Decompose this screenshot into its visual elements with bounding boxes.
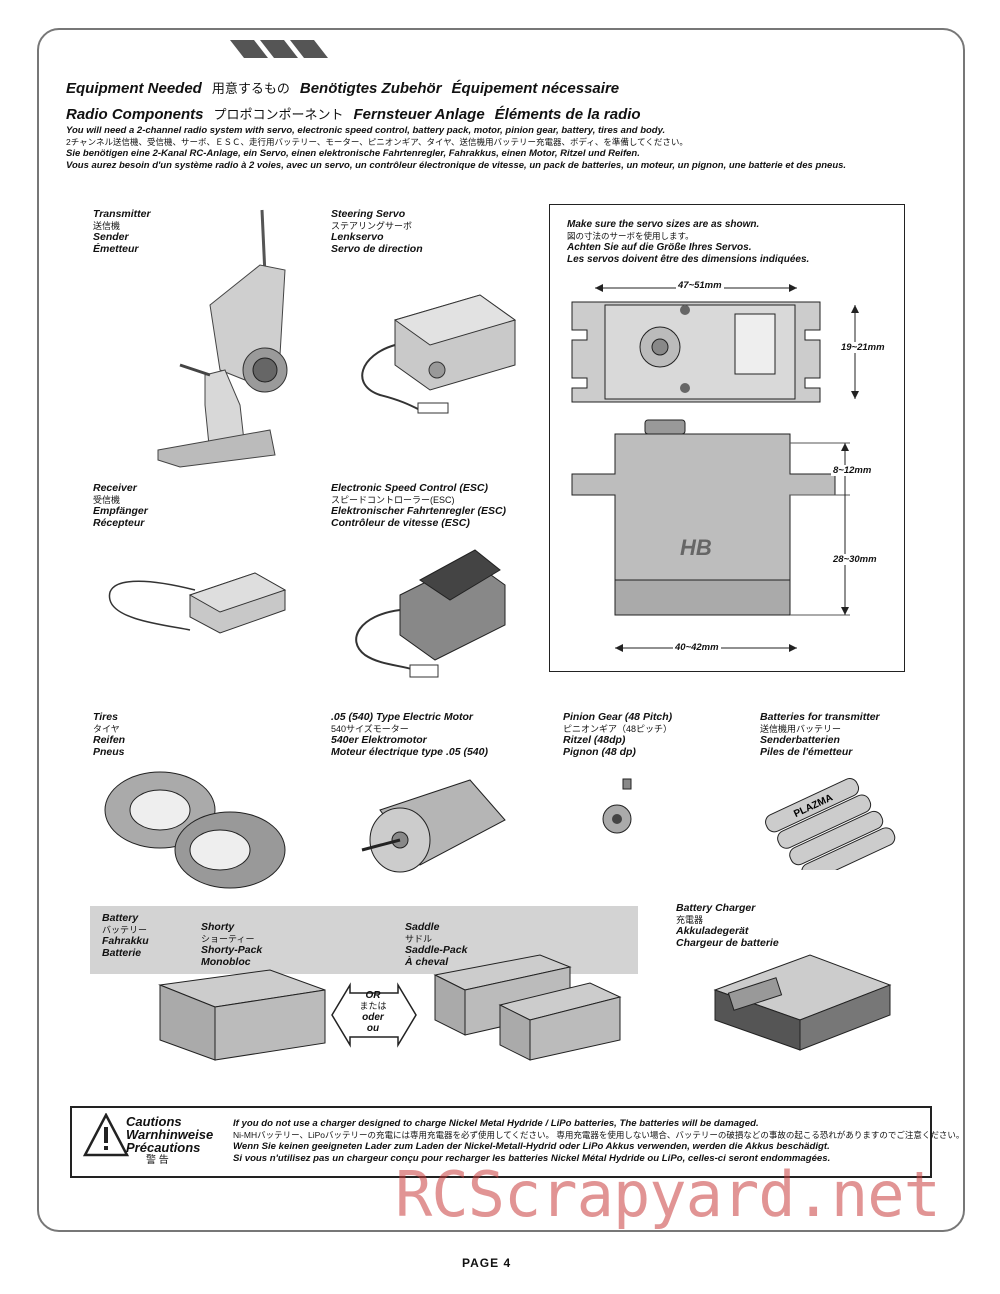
tx-batteries-illustration: PLAZMA [765, 778, 896, 870]
esc-label: Electronic Speed Control (ESC)スピードコントローラ… [331, 482, 507, 529]
servo-illustration [361, 294, 517, 414]
receiver-illustration [108, 572, 287, 634]
or-arrow-graphic [331, 982, 417, 1048]
dim-upper: 8~12mm [831, 465, 874, 476]
tires-illustration [104, 771, 286, 889]
shorty-pack-illustration [158, 969, 326, 1061]
servo-size-note: Make sure the servo sizes are as shown.図… [567, 219, 810, 265]
watermark: RCScrapyard.net [395, 1158, 941, 1231]
pinion-label: Pinion Gear (48 Pitch)ピニオンギア（48ピッチ）Ritze… [563, 711, 673, 758]
dim-width-bottom: 40~42mm [673, 642, 721, 653]
dim-lower: 28~30mm [831, 554, 879, 565]
page-frame [37, 28, 965, 1232]
charger-illustration [713, 954, 892, 1051]
page-number: PAGE 4 [462, 1256, 512, 1270]
servo-logo: HB [680, 535, 712, 560]
caution-title: Cautions Warnhinweise Précautions 警 告 [126, 1114, 214, 1166]
servo-dimensions-panel [549, 204, 905, 672]
caution-box [70, 1106, 932, 1178]
pinion-illustration [602, 778, 632, 834]
caution-text: If you do not use a charger designed to … [233, 1118, 965, 1164]
saddle-pack-illustration [433, 954, 622, 1061]
header-stripes-decoration [230, 40, 328, 58]
intro-text: You will need a 2-channel radio system w… [66, 125, 847, 171]
esc-illustration [355, 549, 506, 678]
servo-dimension-drawing: HB [571, 284, 859, 652]
dim-width-top: 47~51mm [676, 280, 724, 291]
transmitter-illustration [157, 209, 288, 468]
warning-triangle-icon [83, 1113, 129, 1157]
dim-height-side: 19~21mm [839, 342, 887, 353]
motor-illustration [361, 779, 506, 873]
